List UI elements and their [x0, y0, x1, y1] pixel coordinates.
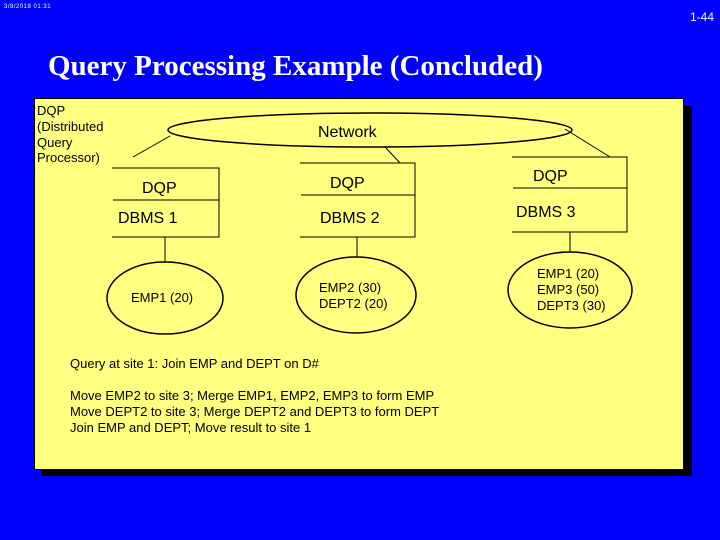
site-2-data-0: EMP2 (30): [319, 280, 381, 295]
step-3: Join EMP and DEPT; Move result to site 1: [70, 420, 311, 435]
site-2-dqp: DQP: [330, 175, 365, 192]
slide-title: Query Processing Example (Concluded): [48, 50, 543, 82]
site-3-data-2: DEPT3 (30): [537, 298, 606, 313]
site-3-data-1: EMP3 (50): [537, 282, 599, 297]
page-number: 1-44: [689, 10, 714, 24]
legend-connector: [132, 135, 171, 158]
site-3-dbms: DBMS 3: [516, 204, 576, 221]
step-2: Move DEPT2 to site 3; Merge DEPT2 and DE…: [70, 404, 439, 419]
query-note: Query at site 1: Join EMP and DEPT on D#: [70, 356, 320, 371]
network-ellipse: [167, 112, 573, 148]
site-3-data-0: EMP1 (20): [537, 266, 599, 281]
site-3-network-link: [564, 128, 611, 158]
dqp-legend-line-3: Query: [37, 135, 73, 150]
site-2-dbms: DBMS 2: [320, 210, 380, 227]
dqp-legend-line-1: DQP: [37, 103, 65, 118]
site-1-node: DQP DBMS 1: [112, 167, 220, 238]
site-2-network-link: [384, 146, 401, 164]
site-3-data-ellipse: [507, 251, 633, 329]
dqp-legend-line-4: Processor): [37, 150, 100, 165]
site-2-data-ellipse: [295, 256, 417, 334]
network-label: Network: [318, 124, 378, 141]
dqp-legend-line-2: (Distributed: [37, 119, 103, 134]
timestamp: 3/8/2018 01:31: [4, 4, 52, 10]
site-2-node: DQP DBMS 2: [300, 162, 416, 238]
site-3-node: DQP DBMS 3: [512, 156, 628, 233]
site-1-dqp: DQP: [142, 180, 177, 197]
site-1-dbms: DBMS 1: [118, 210, 178, 227]
site-3-dqp: DQP: [533, 168, 568, 185]
site-1-data-0: EMP1 (20): [131, 290, 193, 305]
site-1-data-ellipse: [106, 261, 224, 335]
step-1: Move EMP2 to site 3; Merge EMP1, EMP2, E…: [70, 388, 434, 403]
site-2-data-1: DEPT2 (20): [319, 296, 388, 311]
